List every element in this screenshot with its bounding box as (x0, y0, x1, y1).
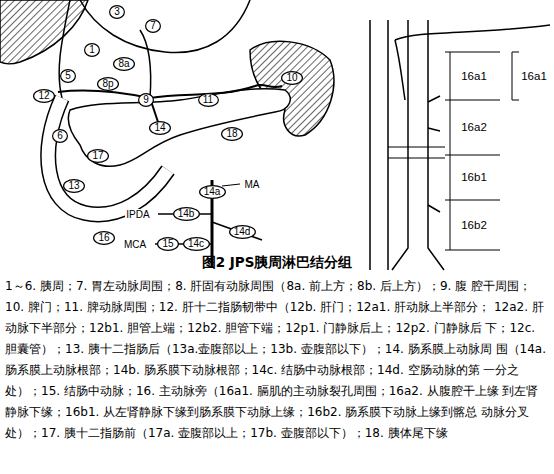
renal-vein (388, 147, 445, 158)
leader-line (222, 184, 240, 186)
oval-outline (150, 122, 171, 135)
lymph-node-station: 8a (113, 57, 135, 71)
oval-outline (64, 180, 85, 193)
aorta-outline (392, 20, 444, 270)
station-number: 18 (221, 127, 243, 141)
figure-title: 图2 JPS胰周淋巴结分组 (202, 254, 353, 272)
station-number: 12 (33, 89, 55, 103)
station-number: 10 (281, 71, 303, 85)
figure-caption: 1～6. 胰周；7. 胃左动脉周围；8. 肝固有动脉周围（8a. 前上方；8b.… (5, 276, 549, 444)
lymph-node-station: 6 (52, 129, 68, 143)
oval-outline (199, 186, 225, 199)
bracket-line (512, 52, 519, 100)
vena-cava-outline (370, 20, 388, 270)
station-number: 15 (157, 237, 179, 251)
oval-outline (198, 94, 218, 107)
oval-outline (53, 130, 68, 143)
lymph-node-station: 14a (199, 185, 226, 199)
station-number: 8p (97, 77, 119, 91)
lymph-node-station: 14c (183, 237, 210, 251)
station-number: 14 (149, 121, 171, 135)
oval-outline (222, 128, 243, 141)
station-number: 3 (109, 5, 125, 19)
jejunal-branch (212, 222, 262, 240)
station-number: 11 (198, 93, 219, 107)
oval-outline (34, 90, 55, 103)
label-text: IPDA (125, 209, 150, 220)
lymph-node-station: 1 (84, 43, 100, 57)
lymph-node-station: 18 (221, 127, 243, 141)
oval-outline (94, 232, 115, 245)
oval-outline (158, 238, 179, 251)
oval-outline (88, 150, 109, 163)
lymph-node-station: 10 (281, 71, 303, 85)
label-text: MA (244, 179, 261, 190)
station-number: 17 (87, 149, 109, 163)
lymph-node-station: 14b (173, 207, 200, 221)
station-number: 5 (60, 69, 76, 83)
oval-outline (61, 70, 76, 83)
station-number: 14a (199, 185, 226, 199)
label-text: 16a2 (460, 121, 488, 134)
pancreas-outline (68, 89, 290, 167)
station-number: 14d (229, 225, 256, 239)
oval-outline (98, 78, 119, 91)
lymph-node-station: 5 (60, 69, 76, 83)
station-number: 14b (173, 207, 200, 221)
label-text: 16b1 (460, 171, 488, 184)
station-number: 7 (145, 19, 161, 33)
lymph-node-station: 3 (109, 5, 125, 19)
label-text: 16a1 (520, 70, 548, 83)
oval-outline (139, 94, 154, 107)
lymph-node-station: 14d (229, 225, 256, 239)
oval-outline (146, 20, 161, 33)
station-number: 6 (52, 129, 68, 143)
station-number: 13 (63, 179, 85, 193)
oval-outline (229, 226, 255, 239)
lymph-node-station: 15 (157, 237, 179, 251)
lymph-node-station: 13 (63, 179, 85, 193)
lymph-node-station: 14 (149, 121, 171, 135)
stomach-outline (80, 0, 250, 53)
station-number: 9 (138, 93, 154, 107)
crus-line (395, 40, 405, 100)
lymph-node-station: 8p (97, 77, 119, 91)
oval-outline (183, 238, 209, 251)
label-text: MCA (123, 239, 147, 250)
label-text: 16a1 (460, 70, 488, 83)
diaphragm-line (395, 25, 550, 40)
lymph-node-station: 16 (93, 231, 115, 245)
station-number: 16 (93, 231, 115, 245)
left-gastric-artery (140, 30, 151, 98)
station-number: 14c (183, 237, 210, 251)
lymph-node-station: 9 (138, 93, 154, 107)
lymph-node-station: 11 (198, 93, 219, 107)
band-lines (445, 52, 500, 250)
hepatic-artery (58, 90, 150, 98)
station-number: 1 (84, 43, 100, 57)
liver-shape (0, 0, 88, 64)
oval-outline (173, 208, 199, 221)
oval-outline (282, 72, 303, 85)
lymph-node-station: 7 (145, 19, 161, 33)
lymph-node-station: 12 (33, 89, 55, 103)
pylorus-outline (59, 0, 70, 98)
label-text: 16b2 (460, 219, 488, 232)
station-number: 8a (113, 57, 135, 71)
artery-stubs (428, 96, 440, 212)
oval-outline (85, 44, 100, 57)
lymph-node-station: 17 (87, 149, 109, 163)
oval-outline (110, 6, 125, 19)
oval-outline (114, 58, 135, 71)
